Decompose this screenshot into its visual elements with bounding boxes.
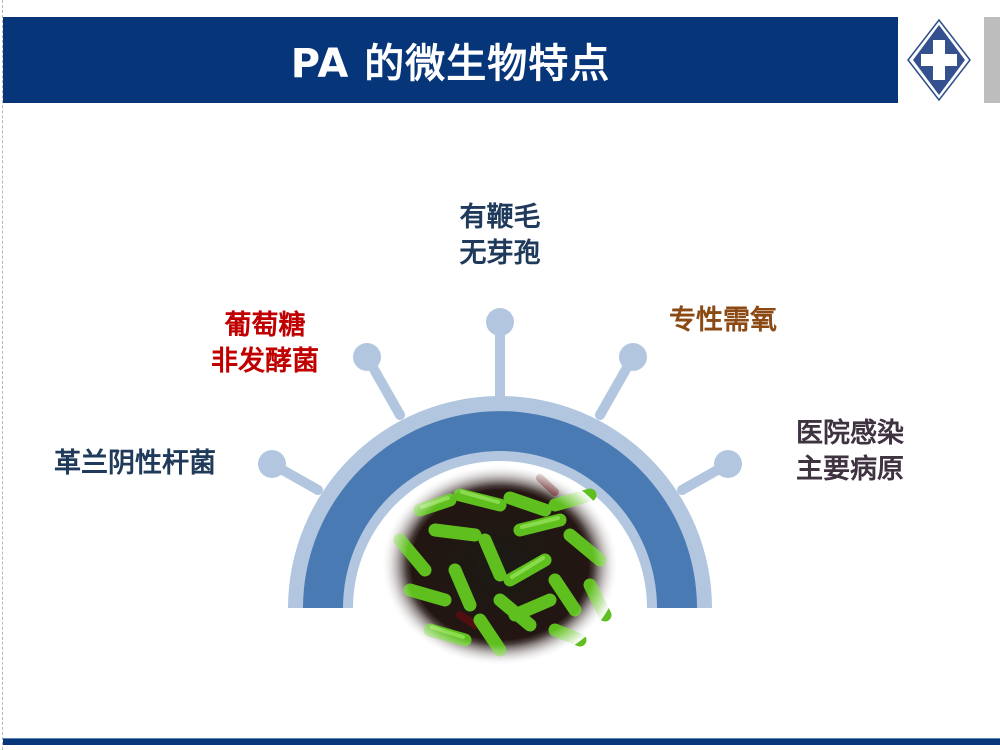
slide-left-border [2,0,3,750]
footer-bar [3,738,1000,745]
feature-line: 革兰阴性杆菌 [54,448,216,479]
feature-line: 葡萄糖 [224,310,306,341]
feature-label-non-fermenter: 葡萄糖 非发酵菌 [185,308,345,380]
side-tab [984,17,1000,103]
feature-line: 无芽孢 [459,238,541,269]
hospital-cross-diamond-icon [907,18,971,102]
feature-line: 医院感染 [796,418,904,449]
feature-label-flagella: 有鞭毛 无芽孢 [420,200,580,272]
feature-line: 专性需氧 [669,305,777,336]
feature-line: 有鞭毛 [459,202,541,233]
title-bar: PA 的微生物特点 [3,17,898,103]
spokes [258,308,742,495]
feature-label-gram-negative: 革兰阴性杆菌 [30,446,240,482]
feature-line: 非发酵菌 [211,346,319,377]
feature-label-obligate-aerobe: 专性需氧 [648,303,798,339]
feature-line: 主要病原 [796,454,904,485]
bacteria-image [380,463,620,667]
slide-title: PA 的微生物特点 [290,41,611,87]
feature-label-nosocomial: 医院感染 主要病原 [775,416,925,488]
